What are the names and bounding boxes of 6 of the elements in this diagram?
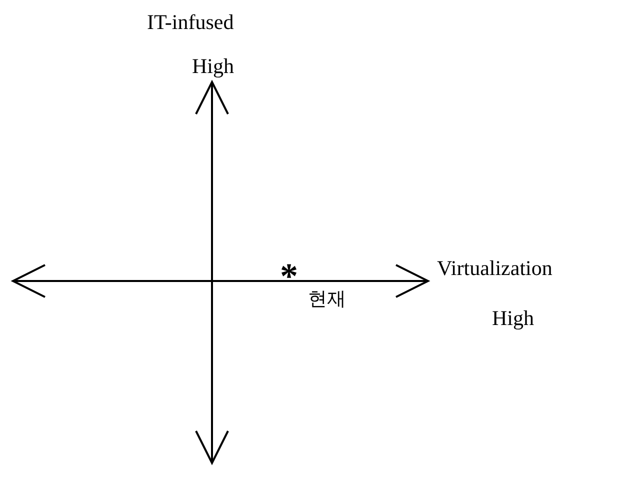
- axis-end-label: High: [192, 56, 234, 77]
- axis-title: Virtualization: [437, 258, 552, 279]
- position-marker: *: [280, 258, 298, 294]
- axis-title: IT-infused: [147, 12, 234, 33]
- position-label: 현재: [308, 290, 346, 309]
- axis-end-label: High: [492, 308, 534, 329]
